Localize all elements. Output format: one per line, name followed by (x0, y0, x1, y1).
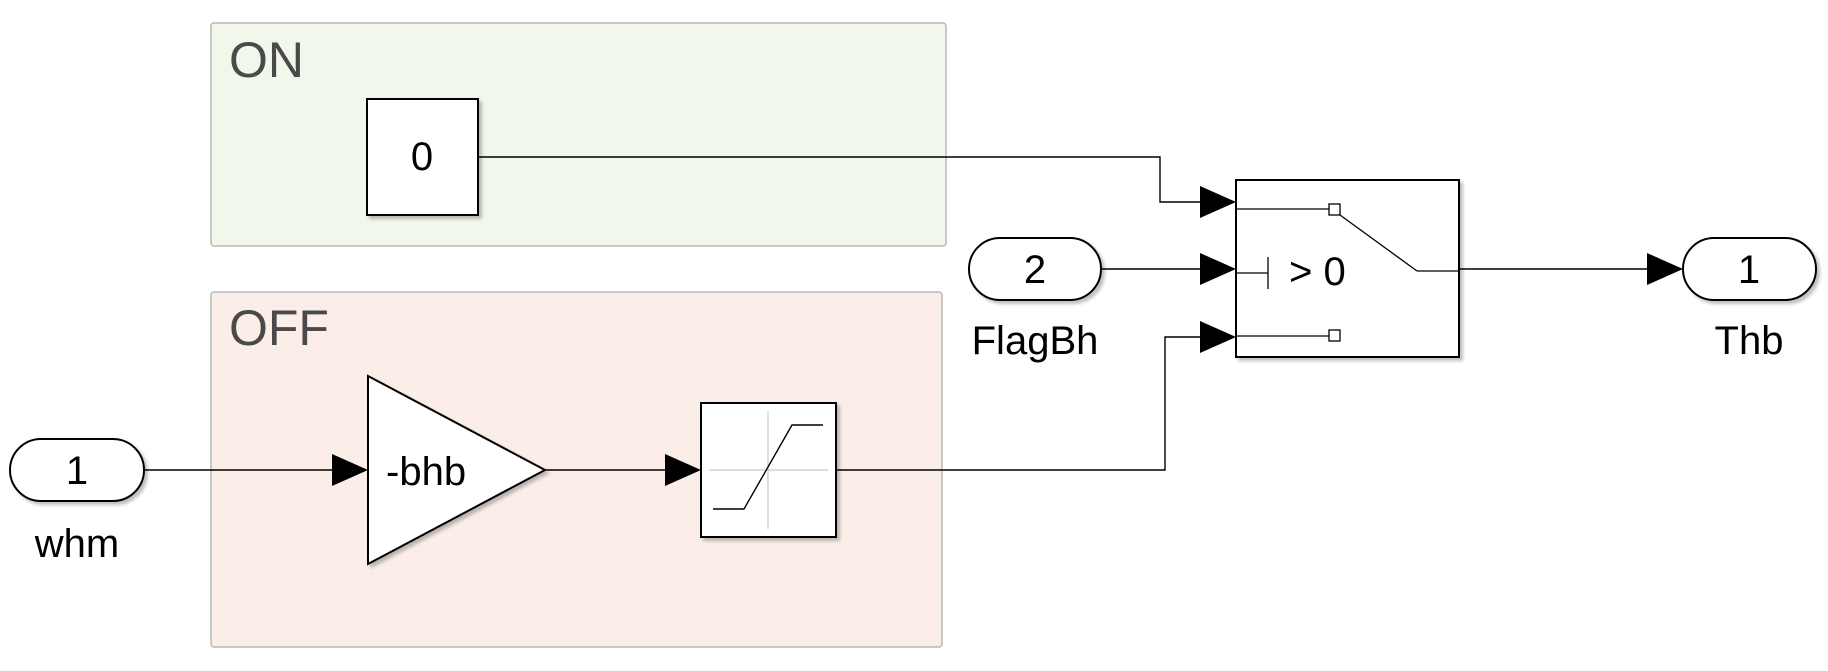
outport-thb[interactable]: 1 Thb (1682, 237, 1817, 363)
constant-value: 0 (411, 135, 433, 179)
signal-lines (144, 156, 1647, 471)
switch-icon (1236, 203, 1459, 342)
outport-thb-name: Thb (1715, 319, 1784, 363)
outport-thb-number: 1 (1738, 248, 1760, 292)
inport-flagbh-body (968, 237, 1102, 301)
switch-block[interactable]: > 0 (1235, 179, 1460, 358)
inport-whm-body (9, 438, 145, 502)
arrowhead-thb (1647, 253, 1683, 285)
arrowhead-gain (332, 454, 368, 486)
gain-block-body (367, 374, 548, 566)
switch-criteria: > 0 (1289, 250, 1346, 294)
inport-whm-name: whm (34, 522, 119, 566)
inport-flagbh-name: FlagBh (972, 319, 1099, 363)
saturation-block[interactable] (700, 402, 837, 538)
area-on-label: ON (229, 32, 304, 88)
inport-whm-number: 1 (66, 449, 88, 493)
saturation-curve-icon (709, 411, 828, 529)
inport-whm[interactable]: 1 whm (9, 438, 145, 566)
arrowhead-switch-in3 (1200, 321, 1236, 353)
gain-block[interactable]: -bhb (367, 374, 548, 566)
arrowhead-saturation (665, 454, 701, 486)
constant-block-body (366, 98, 479, 216)
constant-block[interactable]: 0 (366, 98, 479, 216)
arrowhead-switch-in1 (1200, 186, 1236, 218)
area-on-background (210, 22, 947, 247)
area-off-label: OFF (229, 300, 329, 356)
arrowhead-switch-in2 (1200, 253, 1236, 285)
area-on[interactable]: ON (210, 22, 947, 247)
wire-constant-to-switch[interactable] (478, 156, 1200, 203)
outport-thb-body (1682, 237, 1817, 301)
wire-saturation-to-switch[interactable] (836, 336, 1200, 471)
switch-block-body (1235, 179, 1460, 358)
inport-flagbh-number: 2 (1024, 248, 1046, 292)
inport-flagbh[interactable]: 2 FlagBh (968, 237, 1102, 363)
arrowheads (332, 186, 1683, 486)
gain-value: -bhb (386, 450, 466, 494)
